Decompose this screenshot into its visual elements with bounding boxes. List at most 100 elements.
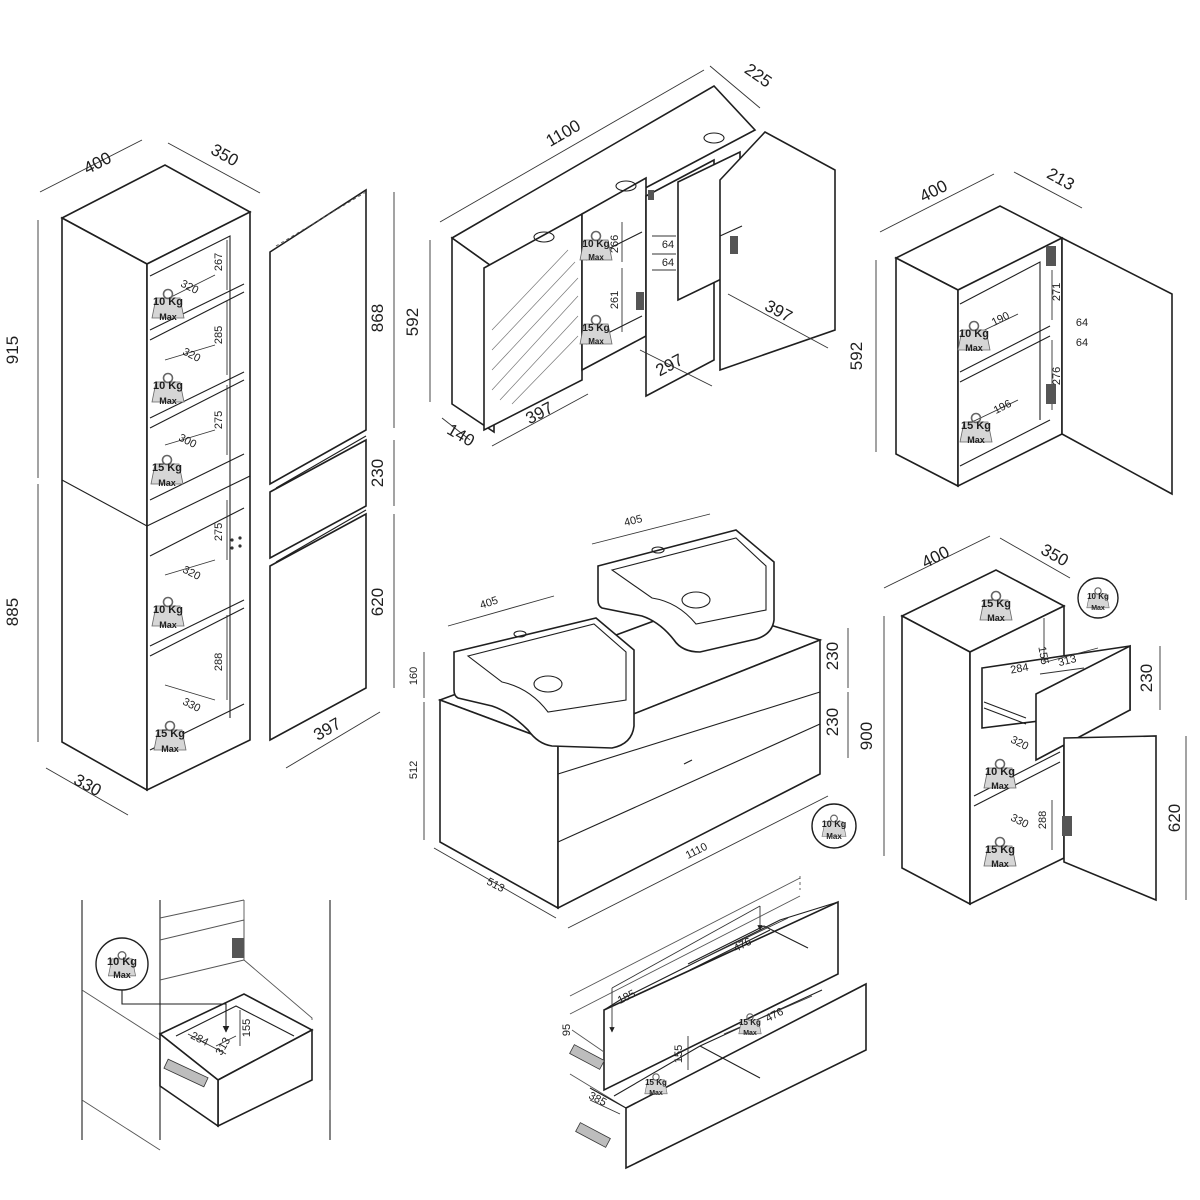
weight-badge: 15 Kg Max bbox=[738, 1013, 762, 1037]
svg-text:266: 266 bbox=[609, 235, 621, 253]
wall-depth-label: 213 bbox=[1044, 164, 1078, 194]
svg-text:Max: Max bbox=[588, 253, 604, 262]
drawer-bottom-height-label: 230 bbox=[823, 708, 842, 736]
svg-text:15 Kg: 15 Kg bbox=[155, 728, 185, 740]
svg-text:261: 261 bbox=[609, 291, 621, 309]
svg-text:15 Kg: 15 Kg bbox=[645, 1078, 667, 1087]
svg-text:Max: Max bbox=[991, 859, 1009, 869]
drawer-top-height-label: 230 bbox=[823, 642, 842, 670]
weight-badge: 15 Kg Max bbox=[579, 314, 613, 346]
weight-badge: 15 Kg Max bbox=[153, 720, 187, 754]
svg-text:Max: Max bbox=[161, 744, 179, 754]
svg-text:276: 276 bbox=[1051, 367, 1063, 385]
tall-depth-label: 350 bbox=[208, 140, 242, 170]
mirror-width-label: 1100 bbox=[543, 116, 584, 151]
shelf-height-label: 275 bbox=[213, 411, 225, 429]
svg-text:15 Kg: 15 Kg bbox=[582, 323, 609, 334]
weight-badge: 10 Kg Max bbox=[151, 288, 185, 322]
svg-text:10 Kg: 10 Kg bbox=[153, 380, 183, 392]
detail-drawer bbox=[81, 899, 331, 1151]
weight-badge: 15 Kg Max bbox=[979, 590, 1013, 623]
tall-width-label: 400 bbox=[81, 148, 115, 178]
svg-text:64: 64 bbox=[1076, 317, 1088, 329]
side-width-label: 400 bbox=[919, 542, 953, 572]
weight-badge: 10 Kg Max bbox=[95, 937, 149, 991]
lower-door-height-label: 620 bbox=[368, 588, 387, 616]
mirror-cabinet bbox=[450, 84, 836, 434]
side-door-height-label: 620 bbox=[1165, 804, 1184, 832]
hinge-icon bbox=[232, 938, 244, 958]
tall-doors bbox=[269, 188, 367, 742]
basin-left-label: 405 bbox=[478, 595, 499, 612]
vanity-height-label: 512 bbox=[408, 761, 420, 779]
side-height-label: 900 bbox=[857, 722, 876, 750]
svg-text:Max: Max bbox=[649, 1090, 663, 1097]
svg-text:Max: Max bbox=[991, 781, 1009, 791]
weight-badge: 15 Kg Max bbox=[150, 454, 184, 488]
tall-cabinet bbox=[60, 164, 252, 792]
weight-badge: 10 Kg Max bbox=[957, 320, 991, 353]
svg-text:64: 64 bbox=[662, 257, 674, 269]
hinge-icon bbox=[730, 236, 738, 254]
weight-badge: 10 Kg Max bbox=[1077, 577, 1119, 619]
svg-text:Max: Max bbox=[588, 337, 604, 346]
svg-text:385: 385 bbox=[586, 1090, 608, 1109]
drawer-height-label: 230 bbox=[368, 459, 387, 487]
weight-badge: 15 Kg Max bbox=[959, 412, 993, 445]
wall-height-label: 592 bbox=[847, 342, 866, 370]
mirror-cabinet-dims: 1100 225 592 140 397 297 397 266 261 64 … bbox=[403, 60, 829, 451]
svg-text:155: 155 bbox=[241, 1019, 253, 1037]
shelf-height-label: 288 bbox=[213, 653, 225, 671]
svg-text:15 Kg: 15 Kg bbox=[152, 462, 182, 474]
weight-badge: 15 Kg Max bbox=[644, 1073, 668, 1097]
door-width-label: 397 bbox=[310, 714, 344, 745]
wall-width-label: 400 bbox=[917, 176, 951, 206]
vanity bbox=[437, 529, 823, 910]
hinge-icon bbox=[1046, 384, 1056, 404]
weight-badge: 10 Kg Max bbox=[151, 596, 185, 630]
shelf-height-label: 285 bbox=[213, 326, 225, 344]
svg-text:10 Kg: 10 Kg bbox=[822, 819, 847, 829]
svg-text:Max: Max bbox=[159, 620, 177, 630]
svg-text:Max: Max bbox=[743, 1030, 757, 1037]
svg-text:155: 155 bbox=[1035, 645, 1050, 665]
svg-text:10 Kg: 10 Kg bbox=[107, 956, 137, 968]
tall-bottom-depth-label: 330 bbox=[71, 770, 105, 800]
svg-text:Max: Max bbox=[159, 396, 177, 406]
svg-text:313: 313 bbox=[1057, 653, 1078, 669]
svg-text:Max: Max bbox=[987, 613, 1005, 623]
svg-text:284: 284 bbox=[1009, 662, 1029, 677]
weight-badge: 10 Kg Max bbox=[983, 758, 1017, 791]
shelf-height-label: 275 bbox=[213, 523, 225, 541]
hinge-icon bbox=[1046, 246, 1056, 266]
hinge-icon bbox=[1062, 816, 1072, 836]
svg-text:15 Kg: 15 Kg bbox=[985, 844, 1015, 856]
svg-text:95: 95 bbox=[561, 1024, 573, 1036]
svg-text:271: 271 bbox=[1051, 283, 1063, 301]
weight-badge: 10 Kg Max bbox=[151, 372, 185, 406]
svg-text:10 Kg: 10 Kg bbox=[959, 328, 989, 340]
svg-text:Max: Max bbox=[113, 970, 131, 980]
vanity-dims: 405 405 160 512 230 230 1110 513 bbox=[408, 513, 849, 929]
svg-text:10 Kg: 10 Kg bbox=[582, 239, 609, 250]
detail-vanity-drawers bbox=[569, 876, 867, 1170]
svg-text:64: 64 bbox=[1076, 337, 1088, 349]
side-cabinet-dims: 400 350 900 230 620 284 313 155 320 330 … bbox=[857, 535, 1187, 900]
svg-text:10 Kg: 10 Kg bbox=[153, 604, 183, 616]
svg-text:10 Kg: 10 Kg bbox=[153, 296, 183, 308]
svg-text:Max: Max bbox=[1091, 605, 1105, 612]
door-height-label: 868 bbox=[368, 304, 387, 332]
weight-badge: 15 Kg Max bbox=[983, 836, 1017, 869]
svg-text:10 Kg: 10 Kg bbox=[1087, 592, 1109, 601]
basin-height-label: 160 bbox=[408, 667, 420, 685]
tall-lower-height-label: 885 bbox=[3, 598, 22, 626]
vanity-depth-label: 513 bbox=[484, 876, 506, 895]
svg-text:15 Kg: 15 Kg bbox=[981, 598, 1011, 610]
side-depth-label: 350 bbox=[1038, 540, 1072, 570]
svg-text:Max: Max bbox=[967, 435, 985, 445]
svg-text:Max: Max bbox=[158, 478, 176, 488]
side-drawer-height-label: 230 bbox=[1137, 664, 1156, 692]
side-cabinet bbox=[900, 569, 1157, 906]
svg-text:Max: Max bbox=[965, 343, 983, 353]
